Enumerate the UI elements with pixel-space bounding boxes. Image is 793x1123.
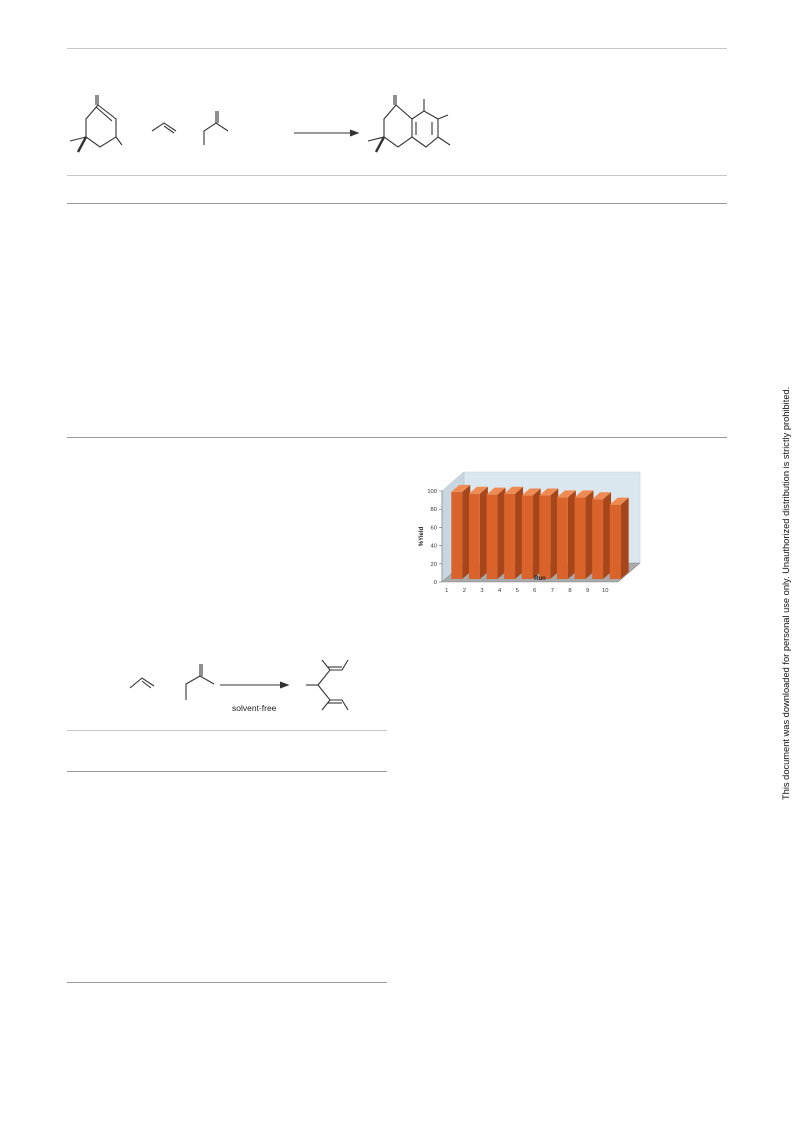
bar-run-2 — [468, 486, 488, 579]
reaction-scheme-2 — [129, 659, 349, 711]
reactant-methylbutene-structure — [203, 111, 229, 145]
reaction-scheme-1 — [69, 95, 451, 153]
x-tick-label-3: 3 — [480, 588, 483, 594]
bar-run-4 — [504, 486, 524, 579]
x-tick-label-6: 6 — [533, 588, 536, 594]
table-1-top-rule — [67, 203, 727, 204]
x-tick-label-2: 2 — [463, 588, 466, 594]
bar-run-8 — [574, 490, 594, 579]
reactant-propene-structure — [129, 677, 155, 689]
x-tick-label-5: 5 — [516, 588, 519, 594]
bar-run-6 — [539, 488, 559, 579]
reactant-propene-structure — [151, 122, 177, 134]
x-tick-label-10: 10 — [602, 588, 608, 594]
download-notice: This document was downloaded for persona… — [781, 386, 791, 800]
y-tick-label-5: 100 — [427, 489, 437, 495]
scheme-1-bottom-rule — [67, 175, 727, 176]
y-tick-label-4: 80 — [431, 507, 437, 513]
y-tick-label-0: 0 — [434, 580, 437, 586]
table-2-top-rule — [67, 771, 387, 772]
x-tick-label-7: 7 — [551, 588, 554, 594]
x-axis-title: Run — [534, 576, 546, 582]
reaction-arrow-2 — [220, 681, 290, 689]
y-tick-label-2: 40 — [431, 544, 437, 550]
x-tick-label-8: 8 — [568, 588, 571, 594]
scheme-2-bottom-rule — [67, 730, 387, 731]
reactant-methylbutene-structure — [185, 664, 215, 700]
recycling-yield-chart: 0 20 40 60 80 100 1 2 3 4 5 6 7 8 9 10 Run %Yield — [419, 471, 641, 594]
top-rule — [67, 48, 727, 49]
bar-run-10 — [609, 497, 629, 579]
y-tick-label-3: 60 — [431, 525, 437, 531]
reaction-arrow-1 — [294, 129, 360, 137]
bar-run-7 — [556, 490, 576, 579]
bar-run-3 — [486, 487, 506, 579]
x-tick-label-1: 1 — [445, 588, 448, 594]
table-1-bottom-rule — [67, 437, 727, 438]
y-axis-title: %Yield — [419, 526, 425, 546]
product-diene-structure — [306, 659, 349, 711]
x-tick-label-9: 9 — [586, 588, 589, 594]
product-bicyclic-structure — [367, 95, 451, 153]
bar-run-9 — [592, 492, 612, 579]
bar-run-1 — [451, 484, 471, 579]
y-tick-label-1: 20 — [431, 562, 437, 568]
x-tick-label-4: 4 — [498, 588, 502, 594]
reactant-cyclohexenone-structure — [69, 95, 123, 153]
bar-run-5 — [521, 488, 541, 579]
table-2-bottom-rule — [67, 982, 387, 983]
reaction-condition-label: solvent-free — [232, 703, 277, 713]
